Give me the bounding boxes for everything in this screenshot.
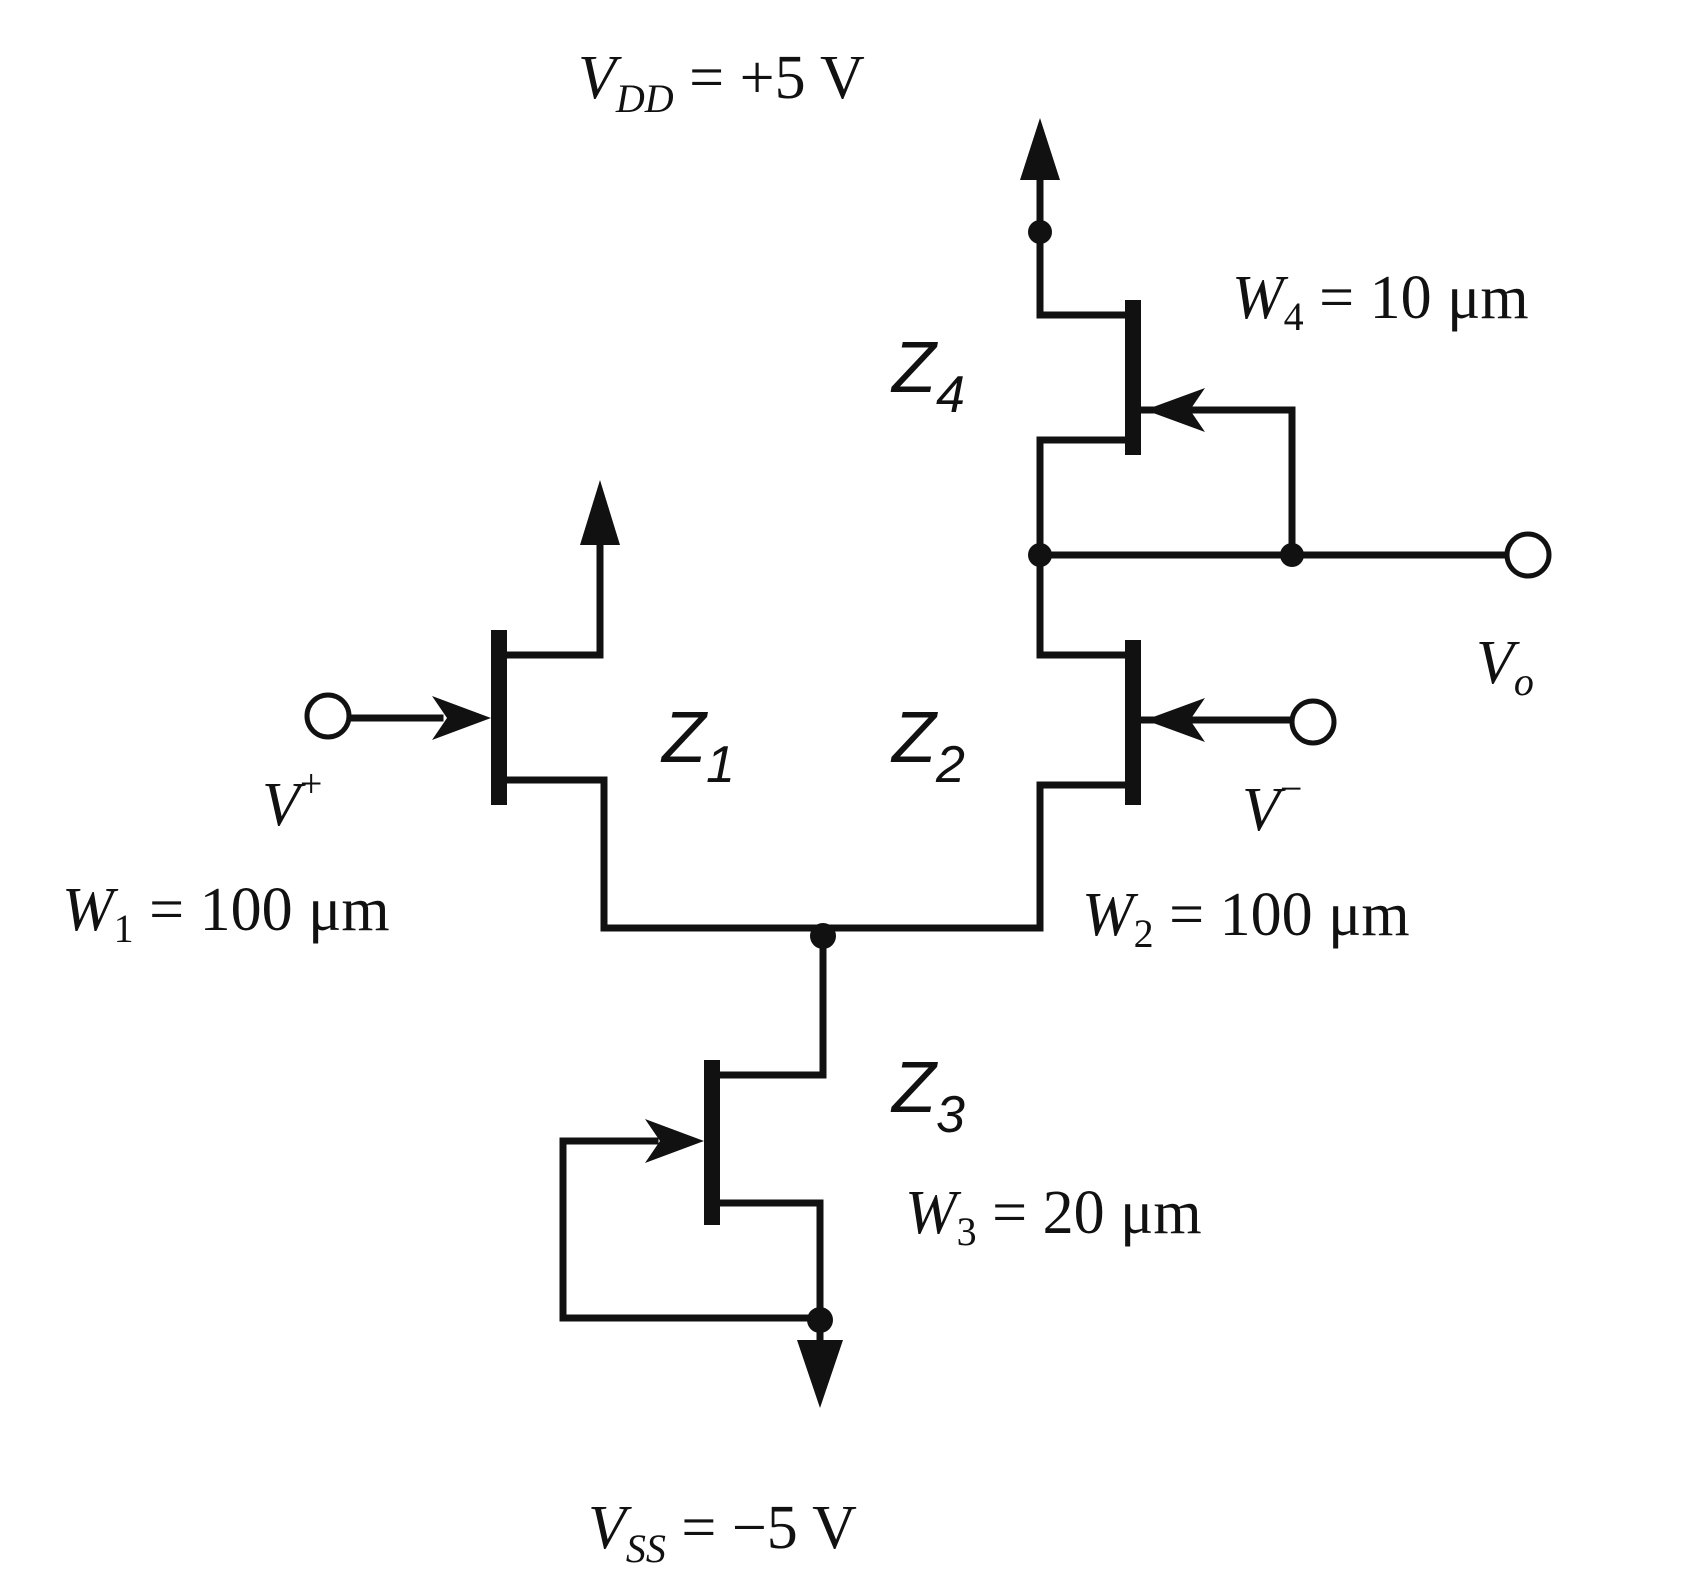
output-node-right [1280, 543, 1304, 567]
m2-source-wire [1036, 781, 1129, 932]
vdd-arrow [1020, 118, 1060, 180]
m4-source-wire [1036, 146, 1129, 319]
vdd-sub: DD [615, 76, 674, 121]
vminus-terminal[interactable] [1289, 698, 1337, 746]
w3-sub: 3 [957, 1209, 977, 1254]
w3-value: = 20 μm [977, 1179, 1202, 1247]
w4-value: = 10 μm [1304, 264, 1529, 332]
vminus-symbol: V [1242, 776, 1286, 844]
m3-gate-arrow [645, 1119, 704, 1163]
z4-label: Z4 [890, 328, 965, 424]
z3-symbol: Z [890, 1048, 938, 1128]
w2-label: W2 = 100 μm [1082, 881, 1410, 956]
w1-sub: 1 [114, 906, 134, 951]
m2-gate-arrow [1145, 698, 1205, 742]
m2-drain-wire [1036, 551, 1129, 659]
vplus-terminal[interactable] [304, 692, 352, 740]
vminus-sup: − [1280, 766, 1303, 811]
w4-sub: 4 [1284, 294, 1304, 339]
z1-symbol: Z [660, 698, 708, 778]
vss-value: = −5 V [666, 1494, 857, 1562]
z4-sub: 4 [936, 366, 965, 424]
vplus-label: V+ [262, 761, 322, 839]
tail-net [600, 923, 1044, 1079]
w4-symbol: W [1232, 264, 1289, 332]
m4-drain-wire [1036, 436, 1129, 559]
m3-gate-loop-wire [559, 1137, 824, 1322]
vss-sub: SS [626, 1526, 666, 1571]
w1-symbol: W [62, 876, 119, 944]
vss-arrow [797, 1340, 843, 1408]
vo-label: Vo [1476, 629, 1534, 704]
m1-gate-arrow [432, 696, 491, 740]
vss-symbol: V [588, 1494, 632, 1562]
vss-label: VSS = −5 V [588, 1494, 857, 1571]
m4-gate-arrow [1145, 388, 1205, 432]
m1-source-wire [503, 776, 608, 932]
z4-symbol: Z [890, 328, 938, 408]
vo-sub: o [1514, 659, 1534, 704]
vdd-value: = +5 V [674, 44, 865, 112]
z1-sub: 1 [706, 736, 735, 794]
output-net [1028, 531, 1552, 579]
w1-value: = 100 μm [134, 876, 390, 944]
vplus-symbol: V [262, 771, 306, 839]
z2-sub: 2 [935, 736, 965, 794]
w3-symbol: W [905, 1179, 962, 1247]
vdd-label: VDD = +5 V [578, 44, 865, 121]
w2-sub: 2 [1134, 911, 1154, 956]
vminus-label: V− [1242, 766, 1302, 844]
z1-label: Z1 [660, 698, 735, 794]
output-terminal[interactable] [1504, 531, 1552, 579]
w1-label: W1 = 100 μm [62, 876, 390, 951]
vo-symbol: V [1476, 629, 1520, 697]
m1-drain-arrow [580, 480, 620, 545]
z3-sub: 3 [936, 1086, 965, 1144]
vdd-symbol: V [578, 44, 622, 112]
z2-label: Z2 [890, 698, 965, 794]
m1-drain-wire [503, 526, 604, 659]
transistor-m4 [1020, 118, 1296, 559]
z3-label: Z3 [890, 1048, 965, 1144]
w4-label: W4 = 10 μm [1232, 264, 1529, 339]
vdd-node [1028, 220, 1052, 244]
z2-symbol: Z [890, 698, 938, 778]
w3-label: W3 = 20 μm [905, 1179, 1202, 1254]
transistor-m2 [1036, 551, 1337, 932]
vplus-sup: + [300, 761, 323, 806]
m3-source-wire [716, 1199, 824, 1322]
w2-value: = 100 μm [1154, 881, 1410, 949]
transistor-m3 [559, 1060, 843, 1408]
transistor-m1 [304, 480, 620, 932]
w2-symbol: W [1082, 881, 1139, 949]
m4-gate-wire [1137, 406, 1296, 559]
